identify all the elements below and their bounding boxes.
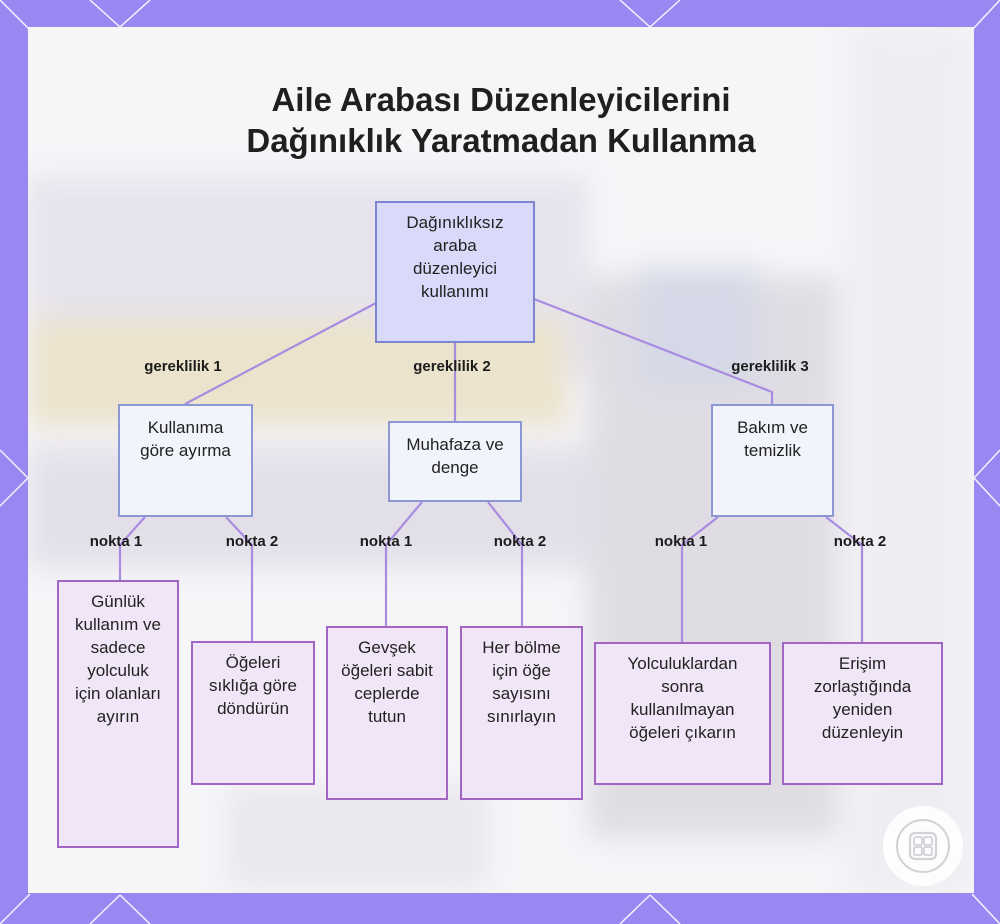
- edge-label-req2-point2: nokta 2: [494, 533, 547, 550]
- edge-req2-point2: [488, 502, 522, 626]
- edge-root-to-req3: [534, 299, 772, 404]
- point-3-1-label: Yolculuklardan sonra kullanılmayan öğele…: [613, 652, 753, 744]
- requirement-3-label: Bakım ve temizlik: [725, 416, 820, 462]
- brand-logo: [883, 806, 963, 886]
- point-1-1-label: Günlük kullanım ve sadece yolculuk için …: [73, 590, 163, 728]
- requirement-node-1: Kullanıma göre ayırma: [118, 404, 253, 517]
- point-node-1-2: Öğeleri sıklığa göre döndürün: [191, 641, 315, 785]
- point-node-3-2: Erişim zorlaştığında yeniden düzenleyin: [782, 642, 943, 785]
- requirement-node-2: Muhafaza ve denge: [388, 421, 522, 502]
- edge-label-req3: gereklilik 3: [731, 358, 809, 375]
- edge-label-req2-point1: nokta 1: [360, 533, 413, 550]
- requirement-node-3: Bakım ve temizlik: [711, 404, 834, 517]
- edge-label-req1-point2: nokta 2: [226, 533, 279, 550]
- point-1-2-label: Öğeleri sıklığa göre döndürün: [207, 651, 299, 720]
- edge-root-to-req1: [185, 303, 376, 404]
- point-node-2-2: Her bölme için öğe sayısını sınırlayın: [460, 626, 583, 800]
- root-node: Dağınıklıksız araba düzenleyici kullanım…: [375, 201, 535, 343]
- edge-label-req1: gereklilik 1: [144, 358, 222, 375]
- edge-label-req3-point1: nokta 1: [655, 533, 708, 550]
- requirement-2-label: Muhafaza ve denge: [405, 433, 505, 479]
- grid-logo-icon: [895, 818, 951, 874]
- edge-label-req1-point1: nokta 1: [90, 533, 143, 550]
- point-3-2-label: Erişim zorlaştığında yeniden düzenleyin: [803, 652, 923, 744]
- edge-req2-point1: [386, 502, 422, 626]
- requirement-1-label: Kullanıma göre ayırma: [136, 416, 236, 462]
- point-2-1-label: Gevşek öğeleri sabit ceplerde tutun: [341, 636, 433, 728]
- edge-label-req2: gereklilik 2: [413, 358, 491, 375]
- edge-label-req3-point2: nokta 2: [834, 533, 887, 550]
- root-node-label: Dağınıklıksız araba düzenleyici kullanım…: [400, 211, 510, 303]
- point-node-3-1: Yolculuklardan sonra kullanılmayan öğele…: [594, 642, 771, 785]
- point-node-1-1: Günlük kullanım ve sadece yolculuk için …: [57, 580, 179, 848]
- point-2-2-label: Her bölme için öğe sayısını sınırlayın: [477, 636, 567, 728]
- content-panel: Aile Arabası Düzenleyicilerini Dağınıklı…: [28, 27, 974, 893]
- point-node-2-1: Gevşek öğeleri sabit ceplerde tutun: [326, 626, 448, 800]
